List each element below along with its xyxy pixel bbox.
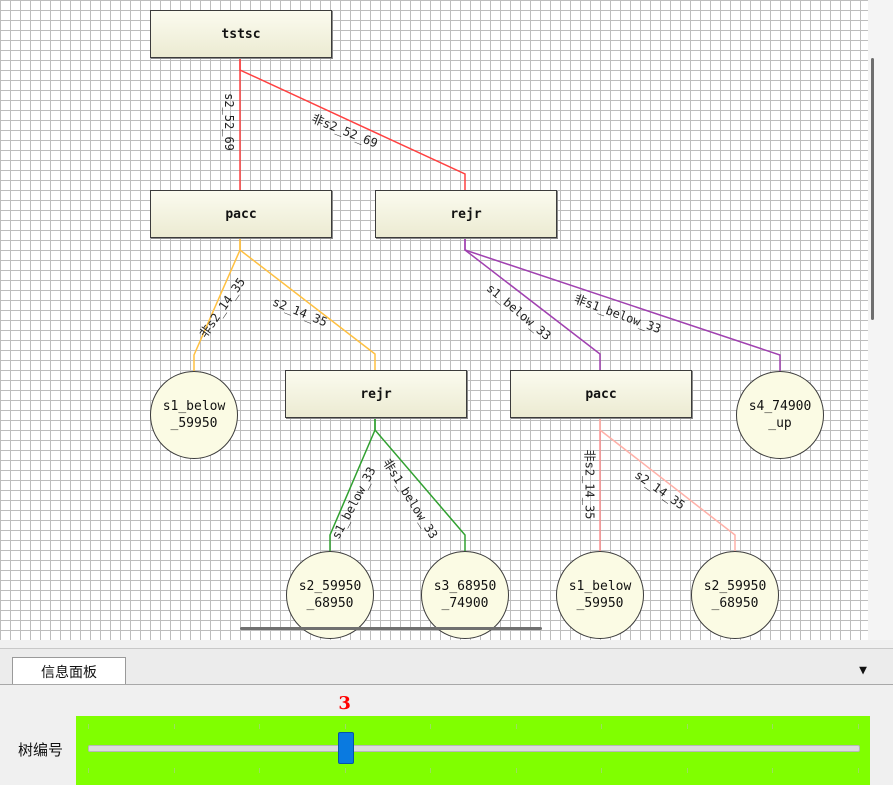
slider-tick	[344, 724, 346, 729]
tree-node-box[interactable]: pacc	[510, 370, 692, 418]
caret-down-icon[interactable]: ▼	[859, 662, 867, 678]
info-panel-tab-label: 信息面板	[41, 664, 97, 681]
slider-tick	[601, 768, 603, 773]
tree-edge	[239, 236, 376, 370]
tree-edge	[599, 416, 736, 551]
tree-diagram	[193, 56, 781, 551]
slider-tick	[772, 768, 774, 773]
tree-leaf-node[interactable]: s4_74900 _up	[736, 371, 824, 459]
slider-tick	[686, 724, 688, 729]
slider-tick	[88, 724, 89, 729]
tree-leaf-node[interactable]: s1_below _59950	[556, 551, 644, 639]
slider-tick	[88, 768, 89, 773]
slider-tick	[858, 724, 859, 729]
tree-node-box[interactable]: rejr	[285, 370, 467, 418]
slider-tick	[430, 768, 432, 773]
tree-number-label: 树编号	[18, 741, 64, 759]
slider-handle[interactable]	[337, 732, 354, 764]
slider-tick	[259, 724, 261, 729]
slider-tick	[173, 768, 175, 773]
slider-tick	[686, 768, 688, 773]
edge-label: 非s2_14_35	[582, 449, 597, 519]
tree-edge	[239, 56, 466, 190]
tree-edge	[464, 236, 781, 371]
horizontal-scrollbar-thumb[interactable]	[240, 627, 542, 630]
slider-tick	[515, 768, 517, 773]
info-panel-tab[interactable]: 信息面板	[12, 657, 126, 685]
slider-tick	[515, 724, 517, 729]
slider-tick	[430, 724, 432, 729]
tree-node-box[interactable]: rejr	[375, 190, 557, 238]
tree-leaf-node[interactable]: s3_68950 _74900	[421, 551, 509, 639]
info-panel-header: 信息面板 ▼	[0, 648, 893, 685]
tree-edge	[374, 416, 466, 551]
slider-tick	[601, 724, 603, 729]
tree-leaf-node[interactable]: s2_59950 _68950	[286, 551, 374, 639]
slider-tick	[259, 768, 261, 773]
vertical-scrollbar[interactable]	[868, 0, 893, 640]
tree-number-value: 3	[338, 693, 351, 714]
tree-leaf-node[interactable]: s2_59950 _68950	[691, 551, 779, 639]
tree-number-slider[interactable]	[76, 716, 870, 785]
tree-node-box[interactable]: pacc	[150, 190, 332, 238]
slider-tick	[772, 724, 774, 729]
slider-tick	[858, 768, 859, 773]
slider-tick	[344, 768, 346, 773]
tree-node-box[interactable]: tstsc	[150, 10, 332, 58]
vertical-scrollbar-thumb[interactable]	[871, 58, 874, 320]
slider-tick	[173, 724, 175, 729]
tree-leaf-node[interactable]: s1_below _59950	[150, 371, 238, 459]
edge-label: s2_52_69	[221, 93, 236, 151]
slider-track[interactable]	[88, 745, 860, 752]
info-panel-body: 树编号 3	[0, 684, 893, 785]
